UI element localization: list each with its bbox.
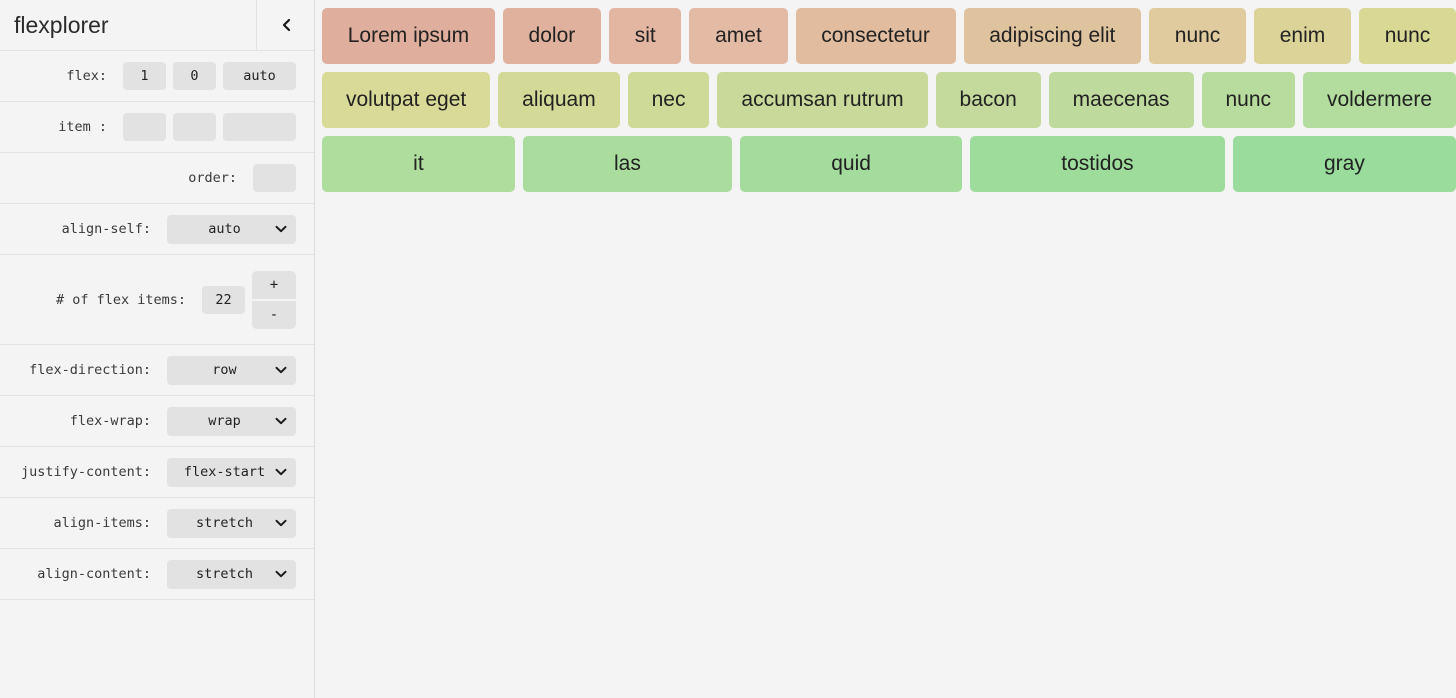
flex-wrap-select-wrapper: nowrapwrapwrap-reverse xyxy=(167,406,296,436)
label-item: item : xyxy=(58,119,107,135)
control-row-flex-direction: flex-direction: rowrow-reversecolumncolum… xyxy=(0,345,314,396)
app-title: flexplorer xyxy=(14,11,109,38)
flex-item[interactable]: volutpat eget xyxy=(322,72,491,128)
flex-item[interactable]: enim xyxy=(1254,8,1351,64)
control-row-flex: flex: xyxy=(0,51,314,102)
control-row-order: order: xyxy=(0,153,314,204)
increment-items-button[interactable]: + xyxy=(252,270,296,299)
flex-item[interactable]: voldermere xyxy=(1303,72,1456,128)
sidebar: flexplorer flex:item :order:align-self:a… xyxy=(0,0,315,698)
flex-direction-select-wrapper: rowrow-reversecolumncolumn-reverse xyxy=(167,355,296,385)
label-flex: flex: xyxy=(66,68,107,84)
flex-item[interactable]: nunc xyxy=(1149,8,1247,64)
control-row-item: item : xyxy=(0,102,314,153)
flex-item[interactable]: Lorem ipsum xyxy=(322,8,495,64)
label-align-content: align-content: xyxy=(37,566,151,582)
control-row-align-content: align-content: stretchflex-startflex-endc… xyxy=(0,549,314,600)
sidebar-header: flexplorer xyxy=(0,0,314,51)
flex-item[interactable]: it xyxy=(322,136,515,192)
label-order: order: xyxy=(188,170,237,186)
flex-item[interactable]: bacon xyxy=(935,72,1041,128)
flex-shrink-input[interactable] xyxy=(173,62,216,90)
flex-direction-select[interactable]: rowrow-reversecolumncolumn-reverse xyxy=(167,355,296,385)
order-input[interactable] xyxy=(253,164,296,192)
label-flex-wrap: flex-wrap: xyxy=(69,413,151,429)
chevron-left-icon xyxy=(280,18,292,32)
flex-item-count-input[interactable] xyxy=(202,285,245,314)
justify-content-select-wrapper: flex-startflex-endcenterspace-betweenspa… xyxy=(167,457,296,487)
align-content-select[interactable]: stretchflex-startflex-endcenterspace-bet… xyxy=(167,559,296,589)
item-basis-input[interactable] xyxy=(223,113,296,141)
control-row-align-self: align-self: autoflex-startflex-endcenterb… xyxy=(0,204,314,255)
align-items-select[interactable]: stretchflex-startflex-endcenterbaseline xyxy=(167,508,296,538)
label-align-items: align-items: xyxy=(53,515,151,531)
label-align-self: align-self: xyxy=(61,221,151,237)
align-self-select-wrapper: autoflex-startflex-endcenterbaselinestre… xyxy=(167,214,296,244)
flex-item[interactable]: gray xyxy=(1232,136,1456,192)
flex-item[interactable]: aliquam xyxy=(498,72,620,128)
justify-content-select[interactable]: flex-startflex-endcenterspace-betweenspa… xyxy=(167,457,296,487)
flex-wrap-select[interactable]: nowrapwrapwrap-reverse xyxy=(167,406,296,436)
flex-item[interactable]: quid xyxy=(740,136,963,192)
flex-item[interactable]: accumsan rutrum xyxy=(717,72,928,128)
flex-grow-input[interactable] xyxy=(123,62,166,90)
flex-item[interactable]: adipiscing elit xyxy=(963,8,1142,64)
flex-basis-input[interactable] xyxy=(223,62,296,90)
flex-item[interactable]: dolor xyxy=(502,8,601,64)
control-row-count: # of flex items: +- xyxy=(0,255,314,345)
decrement-items-button[interactable]: - xyxy=(252,300,296,329)
fields-item xyxy=(116,113,296,141)
flex-item[interactable]: nunc xyxy=(1359,8,1456,64)
collapse-sidebar-button[interactable] xyxy=(256,0,314,51)
fields-flex xyxy=(116,62,296,90)
item-grow-input[interactable] xyxy=(123,113,166,141)
label-justify-content: justify-content: xyxy=(20,464,151,480)
control-row-justify-content: justify-content: flex-startflex-endcenter… xyxy=(0,447,314,498)
align-content-select-wrapper: stretchflex-startflex-endcenterspace-bet… xyxy=(167,559,296,589)
flex-item[interactable]: nec xyxy=(627,72,710,128)
label-count: # of flex items: xyxy=(55,291,186,308)
fields-order xyxy=(246,164,296,192)
flex-item[interactable]: tostidos xyxy=(970,136,1225,192)
sidebar-controls: flex: item : order: align-self: autoflex-sta… xyxy=(0,51,314,600)
control-row-align-items: align-items: stretchflex-startflex-endcen… xyxy=(0,498,314,549)
item-shrink-input[interactable] xyxy=(173,113,216,141)
flex-item[interactable]: sit xyxy=(608,8,682,64)
flex-item[interactable]: maecenas xyxy=(1048,72,1194,128)
flex-item[interactable]: nunc xyxy=(1201,72,1295,128)
align-self-select[interactable]: autoflex-startflex-endcenterbaselinestre… xyxy=(167,214,296,244)
align-items-select-wrapper: stretchflex-startflex-endcenterbaseline xyxy=(167,508,296,538)
label-flex-direction: flex-direction: xyxy=(29,362,151,378)
control-row-flex-wrap: flex-wrap: nowrapwrapwrap-reverse xyxy=(0,396,314,447)
flex-item[interactable]: consectetur xyxy=(795,8,956,64)
flex-item-count-stepper: +- xyxy=(252,270,296,329)
flex-item[interactable]: las xyxy=(522,136,733,192)
flex-item[interactable]: amet xyxy=(689,8,788,64)
